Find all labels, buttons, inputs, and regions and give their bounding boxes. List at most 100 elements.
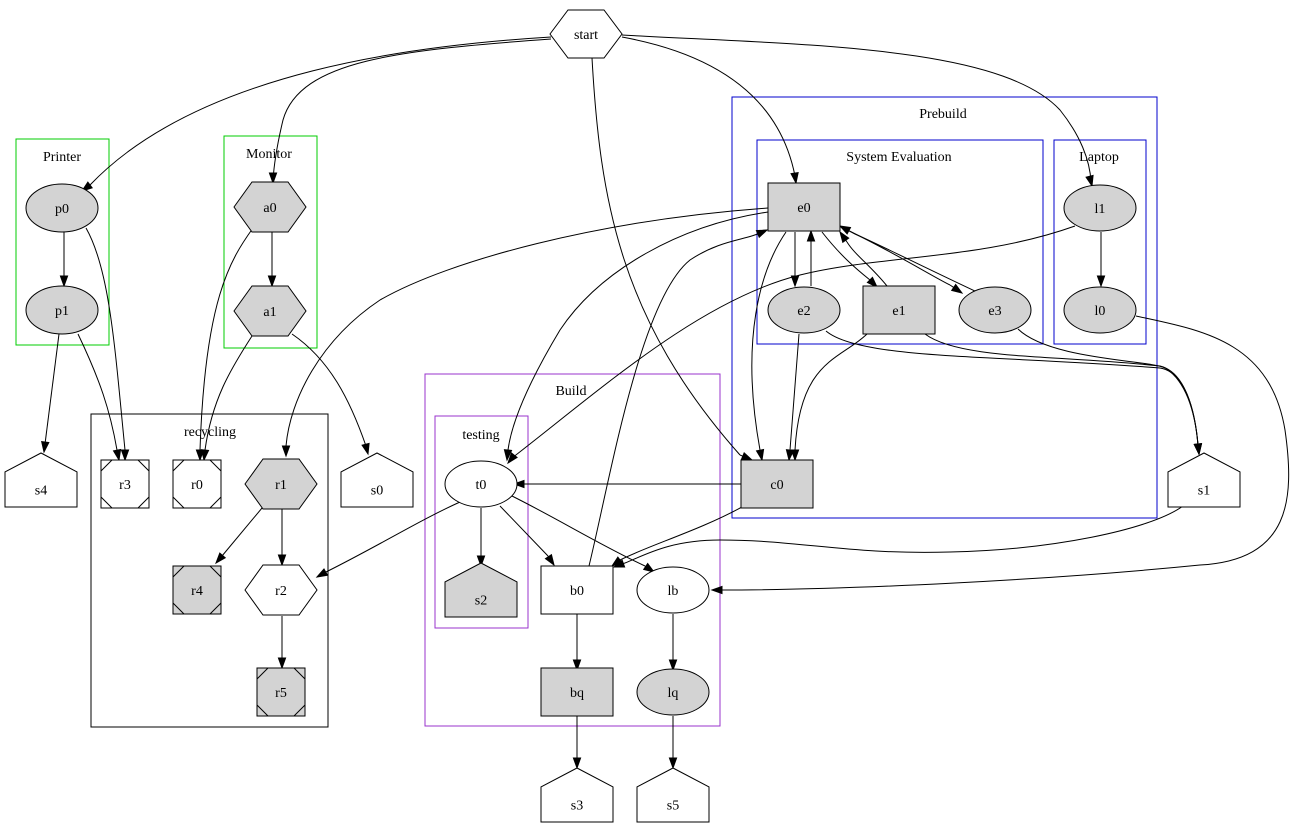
node-c0[interactable]: c0 [740, 459, 814, 509]
house-shape [636, 767, 710, 823]
edge-b0-to-bq [572, 614, 582, 672]
cluster-prebuild: Prebuild [731, 96, 1158, 519]
cluster-label: testing [462, 428, 499, 443]
msquare-corner [100, 496, 113, 509]
node-r2[interactable]: r2 [244, 564, 318, 616]
edge-line-tail [845, 239, 848, 243]
node-l1[interactable]: l1 [1063, 184, 1137, 232]
node-label: s0 [371, 484, 383, 499]
node-label: t0 [476, 478, 487, 493]
node-r3[interactable]: r3 [100, 459, 150, 509]
edge-a1-to-r0 [200, 335, 253, 462]
edge-start-to-a0 [268, 38, 552, 185]
node-t0[interactable]: t0 [444, 460, 518, 508]
node-r5[interactable]: r5 [256, 667, 306, 717]
node-bq[interactable]: bq [540, 667, 614, 717]
node-label: l0 [1095, 304, 1106, 319]
node-label: r5 [275, 686, 287, 701]
node-label: lb [668, 584, 679, 599]
node-label: b0 [570, 584, 584, 599]
node-label: a1 [263, 305, 276, 320]
arrowhead [1193, 443, 1203, 456]
arrowhead [112, 448, 122, 462]
node-label: r1 [275, 478, 287, 493]
node-s4[interactable]: s4 [4, 452, 78, 508]
node-label: s1 [1198, 484, 1210, 499]
node-a0[interactable]: a0 [233, 181, 307, 233]
arrowhead [668, 757, 678, 770]
node-e1[interactable]: e1 [862, 285, 936, 335]
node-r1[interactable]: r1 [244, 458, 318, 510]
node-start[interactable]: start [549, 9, 623, 59]
ellipse-shape [958, 286, 1032, 334]
box-shape [740, 459, 814, 509]
edge-line [624, 505, 1184, 564]
cluster-testing: testing [434, 415, 529, 629]
house-shape [4, 452, 78, 508]
cluster-label: Laptop [1079, 150, 1119, 165]
edge-line-tail [511, 454, 515, 459]
edge-line [588, 232, 761, 567]
node-s3[interactable]: s3 [540, 767, 614, 823]
cluster-sysEval: System Evaluation [756, 139, 1044, 345]
edge-e3-to-s1 [1017, 328, 1203, 456]
node-b0[interactable]: b0 [540, 565, 614, 615]
node-l0[interactable]: l0 [1063, 286, 1137, 334]
msquare-corner [209, 602, 222, 615]
node-label: s3 [571, 799, 583, 814]
node-s5[interactable]: s5 [636, 767, 710, 823]
node-s0[interactable]: s0 [340, 452, 414, 508]
edge-l1-to-l0 [1096, 232, 1106, 288]
edge-line [789, 333, 800, 451]
msquare-corner [172, 496, 185, 509]
arrowhead [668, 659, 678, 672]
edge-line [507, 211, 769, 451]
hexagon-shape [549, 9, 623, 59]
cluster-border [434, 415, 529, 629]
edge-e2-to-c0 [785, 333, 800, 462]
edge-e1-to-e0 [839, 230, 888, 287]
arrowhead [59, 275, 69, 288]
edge-line [1017, 328, 1199, 446]
house-shape [1167, 452, 1241, 508]
node-label: bq [570, 686, 584, 701]
edge-lb-to-lq [668, 614, 678, 672]
node-label: r0 [191, 478, 203, 493]
node-r0[interactable]: r0 [172, 459, 222, 509]
node-p1[interactable]: p1 [25, 285, 99, 335]
hexagon-shape [244, 458, 318, 510]
edge-line [619, 506, 743, 561]
edge-line-tail [739, 454, 743, 457]
msquare-corner [256, 704, 269, 717]
node-lq[interactable]: lq [636, 668, 710, 716]
house-shape [444, 562, 518, 618]
edge-t0-to-b0 [499, 505, 555, 567]
msquare-corner [172, 459, 185, 472]
node-a1[interactable]: a1 [233, 285, 307, 337]
node-e2[interactable]: e2 [767, 286, 841, 334]
cluster-label: Printer [43, 150, 81, 165]
edge-e0-to-e1 [821, 231, 879, 289]
edge-line [285, 207, 769, 447]
arrowhead [281, 445, 291, 458]
node-label: lq [668, 686, 679, 701]
node-e0[interactable]: e0 [767, 182, 841, 232]
edge-l1-to-t0 [507, 225, 1076, 465]
node-s2[interactable]: s2 [444, 562, 518, 618]
box-shape [767, 182, 841, 232]
box-shape [862, 285, 936, 335]
edge-line [89, 36, 552, 186]
node-p0[interactable]: p0 [25, 183, 99, 233]
edge-p1-to-r3 [77, 333, 122, 462]
cluster-border [424, 373, 721, 727]
edge-b0-to-e0 [588, 229, 769, 567]
node-s1[interactable]: s1 [1167, 452, 1241, 508]
edge-line [272, 38, 552, 181]
cluster-label: System Evaluation [846, 150, 951, 165]
node-lb[interactable]: lb [636, 566, 710, 614]
node-e3[interactable]: e3 [958, 286, 1032, 334]
node-r4[interactable]: r4 [172, 565, 222, 615]
ellipse-shape [636, 668, 710, 716]
edge-e1-to-s1 [924, 333, 1203, 456]
